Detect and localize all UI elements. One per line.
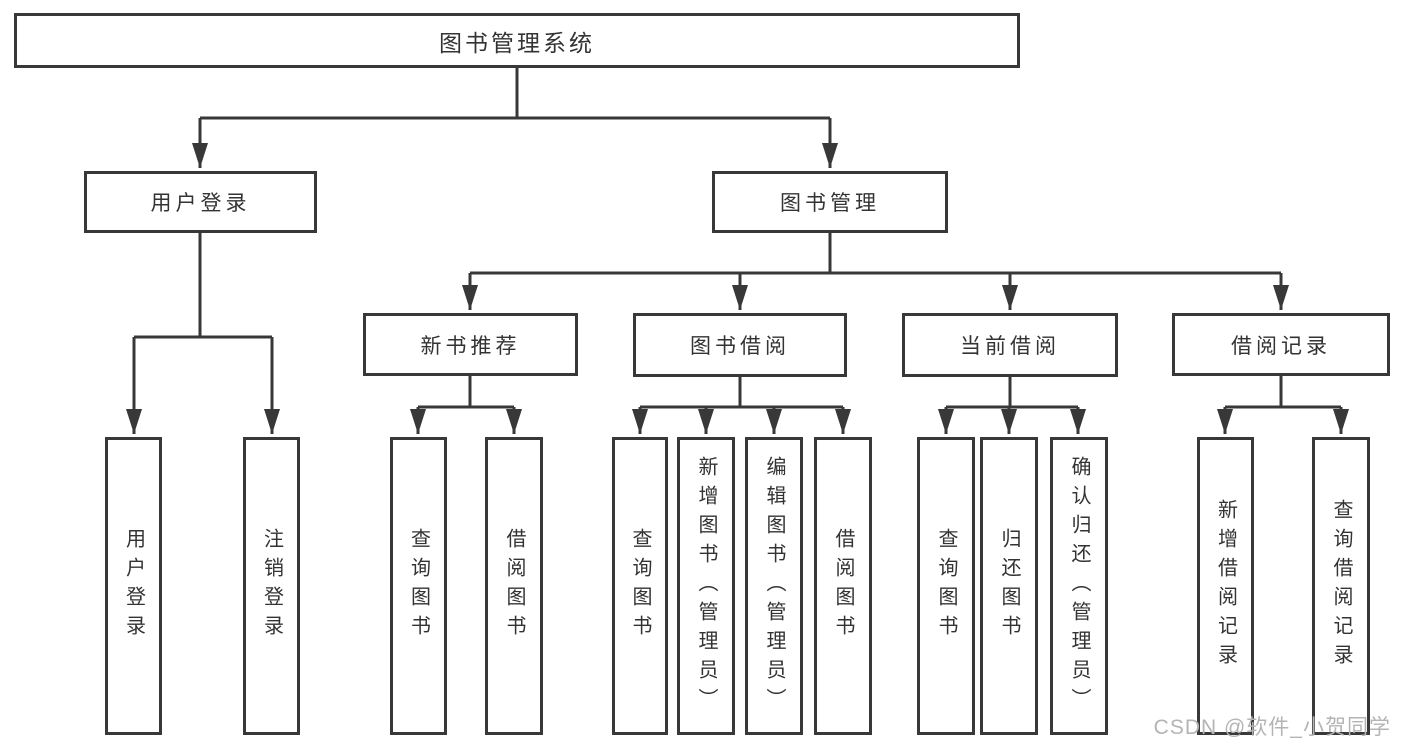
- node-label: 查询图书: [935, 528, 957, 644]
- node-label: 编辑图书（管理员）: [763, 455, 785, 717]
- node-label: 借阅图书: [503, 528, 525, 644]
- leaf-query-borrow-record: 查询借阅记录: [1312, 437, 1370, 735]
- node-label: 用户登录: [150, 192, 251, 215]
- node-current-borrow: 当前借阅: [902, 313, 1118, 377]
- leaf-add-borrow-record: 新增借阅记录: [1197, 437, 1254, 735]
- node-label: 图书管理: [780, 192, 880, 215]
- node-label: 查询图书: [629, 528, 651, 644]
- node-label: 新增借阅记录: [1214, 499, 1237, 673]
- node-label: 借阅记录: [1231, 334, 1331, 358]
- leaf-query-books-2: 查询图书: [612, 437, 668, 735]
- node-label: 用户登录: [122, 528, 145, 644]
- node-label: 当前借阅: [960, 335, 1060, 358]
- node-label: 注销登录: [260, 528, 283, 644]
- leaf-query-books-1: 查询图书: [390, 437, 447, 735]
- node-user-login: 用户登录: [84, 171, 317, 233]
- node-library-management-system: 图书管理系统: [14, 13, 1020, 68]
- node-label: 查询借阅记录: [1330, 499, 1352, 673]
- leaf-add-books-admin: 新增图书（管理员）: [677, 437, 735, 735]
- node-label: 确认归还（管理员）: [1068, 455, 1090, 717]
- node-book-management: 图书管理: [712, 171, 948, 233]
- node-label: 图书借阅: [690, 335, 790, 358]
- leaf-user-login: 用户登录: [105, 437, 162, 735]
- leaf-return-books: 归还图书: [980, 437, 1038, 735]
- leaf-query-books-3: 查询图书: [917, 437, 975, 735]
- node-new-book-recommend: 新书推荐: [363, 313, 578, 376]
- node-label: 图书管理系统: [439, 29, 595, 56]
- leaf-confirm-return-admin: 确认归还（管理员）: [1050, 437, 1108, 735]
- leaf-logout: 注销登录: [243, 437, 300, 735]
- node-book-borrow: 图书借阅: [633, 313, 847, 377]
- leaf-borrow-books-2: 借阅图书: [814, 437, 872, 735]
- leaf-borrow-books-1: 借阅图书: [485, 437, 543, 735]
- leaf-edit-books-admin: 编辑图书（管理员）: [745, 437, 803, 735]
- node-label: 查询图书: [407, 528, 430, 644]
- csdn-watermark: CSDN @软件_小贺同学: [1153, 716, 1391, 739]
- node-label: 归还图书: [998, 528, 1020, 644]
- node-label: 新书推荐: [420, 334, 521, 358]
- node-label: 借阅图书: [832, 528, 854, 644]
- node-borrow-records: 借阅记录: [1172, 313, 1390, 376]
- node-label: 新增图书（管理员）: [695, 455, 717, 717]
